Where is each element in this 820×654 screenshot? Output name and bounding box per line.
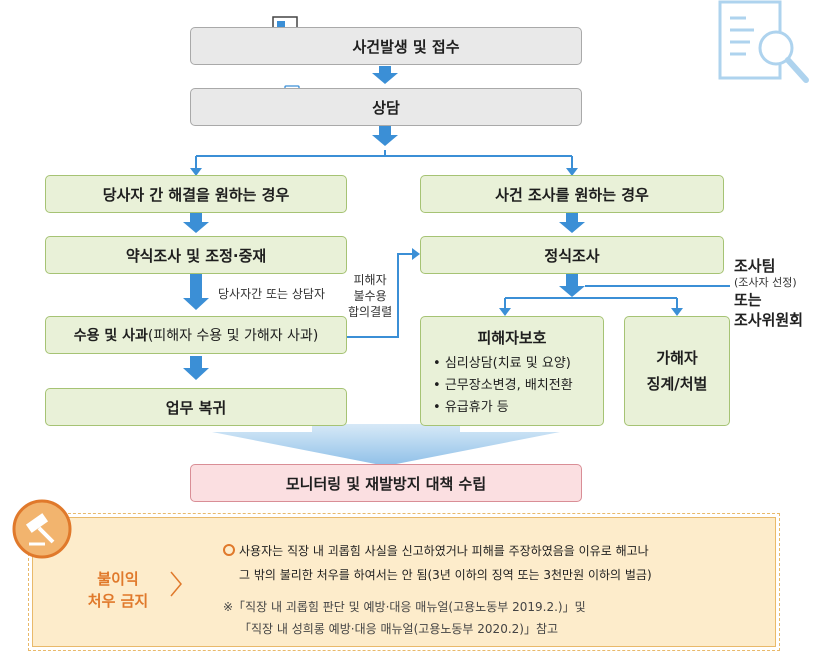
notice-reference-line2: 「직장 내 성희롱 예방·대응 매뉴얼(고용노동부 2020.2)」참고: [239, 622, 559, 636]
monitoring-label: 모니터링 및 재발방지 대책 수립: [285, 474, 487, 493]
notice-box: 불이익 처우 금지 사용자는 직장 내 괴롭힘 사실을 신고하였거나 피해를 주…: [12, 499, 776, 647]
victim-protection-title: 피해자보호: [477, 329, 547, 347]
investigator-selection: (조사자 선정): [734, 276, 797, 289]
investigation-heading: 사건 조사를 원하는 경우: [420, 175, 724, 213]
perpetrator-line1: 가해자: [656, 349, 698, 367]
return-to-work-label: 업무 복귀: [165, 398, 227, 417]
informal-investigation-step: 약식조사 및 조정·중재: [45, 236, 347, 274]
investigator-committee: 조사위원회: [734, 311, 804, 329]
acceptance-step: 수용 및 사과(피해자 수용 및 가해자 사과): [45, 316, 347, 354]
consult-step: 상담: [190, 88, 582, 126]
notice-reference-line1: ※「직장 내 괴롭힘 판단 및 예방·대응 매뉴얼(고용노동부 2019.2.)…: [223, 600, 586, 614]
receipt-step: 사건발생 및 접수: [190, 27, 582, 65]
ban-title-line2: 처우 금지: [87, 592, 149, 610]
magnifier-document-icon: [718, 0, 809, 83]
rejection-line2: 불수용: [353, 289, 387, 303]
receipt-label: 사건발생 및 접수: [352, 37, 460, 56]
chevron-right-icon: [170, 571, 182, 597]
investigation-heading-label: 사건 조사를 원하는 경우: [495, 185, 649, 204]
consult-label: 상담: [372, 98, 400, 117]
mutual-resolution-heading: 당사자 간 해결을 원하는 경우: [45, 175, 347, 213]
gavel-icon: [12, 499, 72, 559]
victim-protection-list: 심리상담(치료 및 요양) 근무장소변경, 배치전환 유급휴가 등: [433, 353, 573, 419]
victim-protection-item: 근무장소변경, 배치전환: [433, 375, 573, 397]
formal-investigation-label: 정식조사: [544, 246, 600, 265]
victim-protection-box: 피해자보호 심리상담(치료 및 요양) 근무장소변경, 배치전환 유급휴가 등: [420, 316, 604, 426]
acceptance-detail-label: (피해자 수용 및 가해자 사과): [147, 328, 319, 344]
investigator-label: 조사팀 (조사자 선정) 또는 조사위원회: [734, 256, 803, 330]
rejection-line3: 합의결렬: [348, 305, 393, 319]
notice-bullet-line2: 그 밖의 불리한 처우를 하여서는 안 됨(3년 이하의 징역 또는 3천만원 …: [239, 568, 652, 582]
notice-bullet-text1: 사용자는 직장 내 괴롭힘 사실을 신고하였거나 피해를 주장하였음을 이유로 …: [239, 544, 649, 558]
disadvantage-ban-title: 불이익 처우 금지: [63, 568, 173, 612]
rejection-line1: 피해자: [353, 273, 387, 287]
formal-investigation-step: 정식조사: [420, 236, 724, 274]
informal-investigation-label: 약식조사 및 조정·중재: [125, 246, 267, 265]
perpetrator-box: 가해자 징계/처벌: [624, 316, 730, 426]
ban-title-line1: 불이익: [97, 570, 139, 588]
mutual-resolution-label: 당사자 간 해결을 원하는 경우: [102, 185, 290, 204]
victim-protection-item: 심리상담(치료 및 요양): [433, 353, 573, 375]
victim-protection-item: 유급휴가 등: [433, 397, 573, 419]
notice-bullet-line1: 사용자는 직장 내 괴롭힘 사실을 신고하였거나 피해를 주장하였음을 이유로 …: [223, 542, 649, 559]
investigator-or: 또는: [734, 291, 762, 309]
acceptance-bold-label: 수용 및 사과: [73, 328, 148, 344]
return-to-work-step: 업무 복귀: [45, 388, 347, 426]
perpetrator-line2: 징계/처벌: [646, 375, 708, 393]
notice-frame: [28, 513, 780, 651]
between-parties-label: 당사자간 또는 상담자: [218, 287, 325, 301]
investigator-team: 조사팀: [734, 257, 776, 275]
bullet-circle-icon: [223, 544, 235, 556]
monitoring-step: 모니터링 및 재발방지 대책 수립: [190, 464, 582, 502]
rejection-label: 피해자 불수용 합의결렬: [348, 272, 392, 320]
